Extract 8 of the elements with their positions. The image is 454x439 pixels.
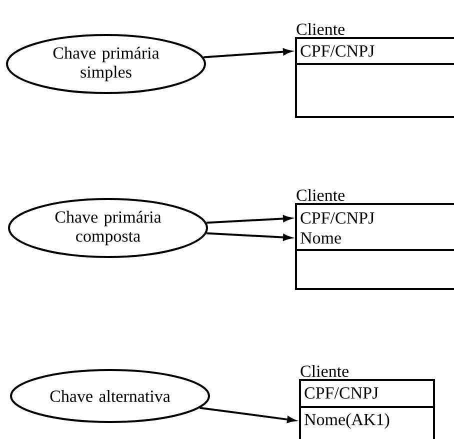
node-label: Cliente (296, 23, 345, 35)
node-label: Cliente (296, 189, 345, 202)
attribute-text: Nome(AK1) (304, 413, 390, 429)
attribute-text: Nome (300, 232, 341, 244)
attribute-text: CPF/CNPJ (300, 45, 374, 57)
attribute-text: CPF/CNPJ (304, 387, 378, 399)
attribute-text: CPF/CNPJ (300, 212, 374, 224)
node-label: Cliente (300, 365, 349, 378)
